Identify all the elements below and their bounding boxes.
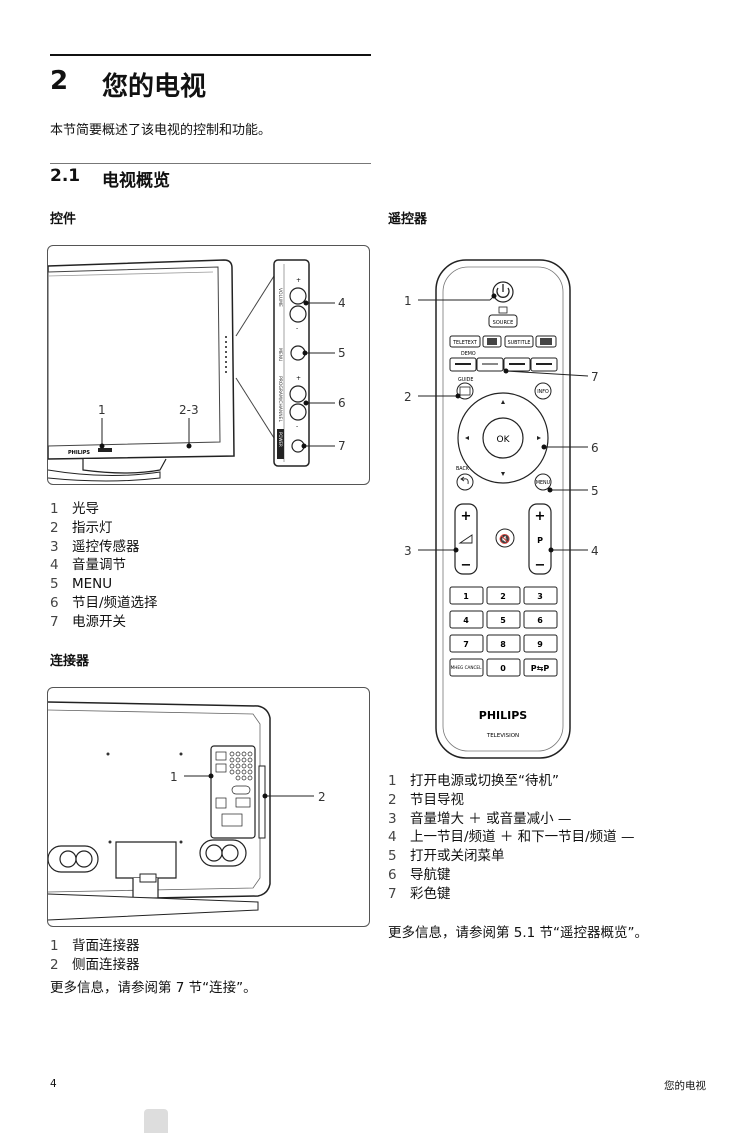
svg-text:+: + <box>296 277 301 284</box>
teletext-button: TELETEXT <box>452 340 477 346</box>
remote-callout-2: 2 <box>404 390 412 404</box>
connectors-more: 更多信息，请参阅第 7 节“连接”。 <box>50 980 257 996</box>
section-title: 电视概览 <box>102 171 170 191</box>
p-plus-button: + <box>535 509 546 524</box>
digit-6: 6 <box>537 616 543 625</box>
digit-5: 5 <box>500 616 506 625</box>
back-label: BACK <box>456 466 470 472</box>
digit-1: 1 <box>463 592 469 601</box>
svg-text:🔇: 🔇 <box>499 533 510 545</box>
p-label: P <box>537 536 543 545</box>
remote-callout-1: 1 <box>404 294 412 308</box>
connector-callout-2: 2 <box>318 790 326 804</box>
digit-4: 4 <box>463 616 469 625</box>
remote-brand: PHILIPS <box>479 709 528 722</box>
label-program: PROGRAM/CHANNEL <box>277 376 283 422</box>
label-menu: MENU <box>277 348 283 361</box>
digit-7: 7 <box>463 640 469 649</box>
remote-illustration: SOURCE TELETEXT SUBTITLE DEMO GUIDE INFO… <box>388 258 638 768</box>
callout-7: 7 <box>338 439 346 453</box>
controls-illustration: PHILIPS 1 2-3 VOLUME MENU PROGRAM/CHANNE… <box>47 245 370 485</box>
chapter-rule <box>50 54 371 56</box>
remote-callout-7: 7 <box>591 370 599 384</box>
svg-text:-: - <box>296 325 298 332</box>
digit-0: 0 <box>500 664 506 673</box>
digit-2: 2 <box>500 592 506 601</box>
connectors-heading: 连接器 <box>50 654 90 669</box>
digit-9: 9 <box>537 640 543 649</box>
intro-text: 本节简要概述了该电视的控制和功能。 <box>50 123 272 138</box>
svg-text:+: + <box>296 375 301 382</box>
p-minus-button: − <box>535 558 546 573</box>
demo-label: DEMO <box>461 351 476 357</box>
remote-sub: TELEVISION <box>486 733 519 739</box>
subtitle-button: SUBTITLE <box>508 340 531 346</box>
callout-5: 5 <box>338 346 346 360</box>
remote-callout-3: 3 <box>404 544 412 558</box>
callout-4: 4 <box>338 296 346 310</box>
svg-text:-: - <box>296 423 298 430</box>
tv-brand: PHILIPS <box>68 450 90 456</box>
source-button: SOURCE <box>493 320 514 326</box>
footer-title: 您的电视 <box>664 1080 706 1092</box>
info-button: INFO <box>537 389 549 395</box>
controls-heading: 控件 <box>50 212 77 227</box>
callout-6: 6 <box>338 396 346 410</box>
pp-button: P⇆P <box>531 664 550 673</box>
page-number: 4 <box>50 1078 57 1090</box>
guide-label: GUIDE <box>458 377 473 383</box>
digit-3: 3 <box>537 592 543 601</box>
connectors-illustration: 1 2 <box>47 687 370 927</box>
callout-2-3: 2-3 <box>179 403 199 417</box>
remote-callout-5: 5 <box>591 484 599 498</box>
remote-callout-4: 4 <box>591 544 599 558</box>
mheg-cancel-button: MHEG CANCEL <box>451 665 482 670</box>
label-power: POWER <box>278 432 283 447</box>
ok-button: OK <box>497 435 511 445</box>
label-volume: VOLUME <box>277 288 283 307</box>
digit-8: 8 <box>500 640 506 649</box>
remote-more: 更多信息，请参阅第 5.1 节“遥控器概览”。 <box>388 925 649 941</box>
vol-minus-button: − <box>461 558 472 573</box>
callout-1: 1 <box>98 403 106 417</box>
chapter-title: 您的电视 <box>102 72 207 102</box>
menu-button: MENU <box>536 480 551 486</box>
chapter-number: 2 <box>50 66 69 96</box>
vol-plus-button: + <box>461 509 472 524</box>
connector-callout-1: 1 <box>170 770 178 784</box>
section-number: 2.1 <box>50 166 81 186</box>
section-rule <box>50 163 371 164</box>
page-tab <box>144 1109 168 1133</box>
remote-callout-6: 6 <box>591 441 599 455</box>
remote-heading: 遥控器 <box>388 212 428 227</box>
